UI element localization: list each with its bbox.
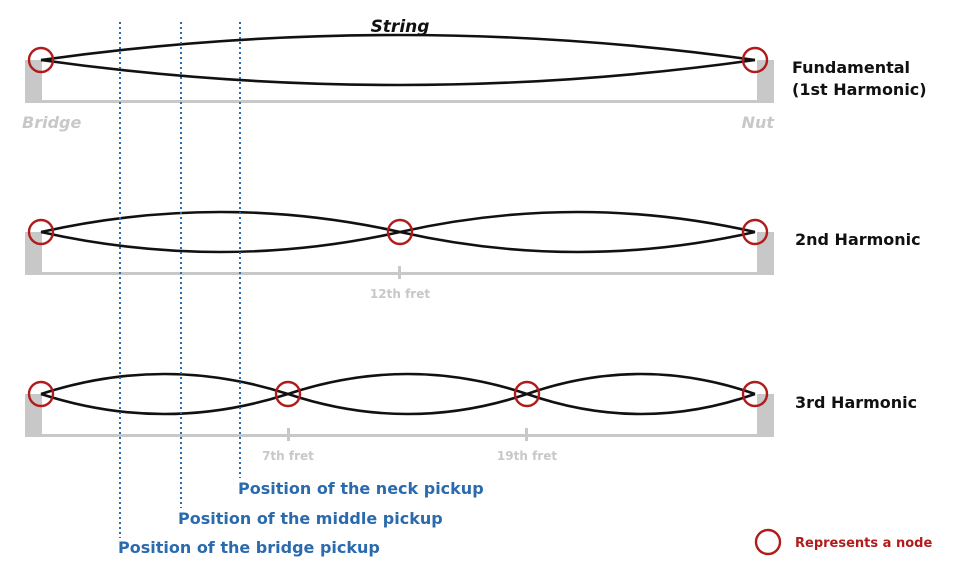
- bridge-end-block: [25, 394, 42, 436]
- bridge-end-block: [25, 60, 42, 102]
- string-wave-upper: [40, 372, 756, 416]
- middle-pickup-label: Position of the middle pickup: [178, 509, 443, 528]
- harmonic-row-1: Bridge Nut Fundamental (1st Harmonic): [22, 33, 927, 132]
- node-marker: [27, 218, 55, 246]
- node-marker: [386, 218, 414, 246]
- fretboard-1: [25, 60, 774, 103]
- nut-label: Nut: [742, 113, 776, 132]
- node-marker: [513, 380, 541, 408]
- fret-label-12th: 12th fret: [370, 287, 430, 301]
- bridge-label: Bridge: [22, 113, 81, 132]
- fret-tick: [287, 428, 290, 441]
- fret-tick: [525, 428, 528, 441]
- bridge-pickup-label: Position of the bridge pickup: [118, 538, 380, 557]
- fretboard-2: [25, 232, 774, 279]
- node-marker: [274, 380, 302, 408]
- node-marker: [741, 380, 769, 408]
- node-marker: [741, 46, 769, 74]
- string-wave-lower: [40, 210, 756, 254]
- harmonic-label: Fundamental: [792, 58, 910, 77]
- fret-tick: [398, 266, 401, 279]
- fretboard-line: [25, 100, 774, 103]
- node-marker: [741, 218, 769, 246]
- bridge-end-block: [25, 232, 42, 274]
- neck-pickup-label: Position of the neck pickup: [238, 479, 484, 498]
- string-wave-upper: [40, 33, 756, 62]
- harmonic-label: 3rd Harmonic: [795, 393, 917, 412]
- fretboard-line: [25, 434, 774, 437]
- harmonic-row-3: 7th fret 19th fret 3rd Harmonic: [25, 372, 917, 463]
- harmonic-row-2: 12th fret 2nd Harmonic: [25, 210, 921, 301]
- fretboard-3: [25, 394, 774, 441]
- string-wave-lower: [40, 372, 756, 416]
- legend-node-icon: [754, 528, 782, 556]
- string-wave-lower: [40, 58, 756, 87]
- node-marker: [27, 46, 55, 74]
- pickup-positions: Position of the neck pickup Position of …: [118, 22, 484, 557]
- legend: Represents a node: [754, 528, 932, 556]
- harmonic-label-line-2: (1st Harmonic): [792, 80, 927, 99]
- fret-label-7th: 7th fret: [262, 449, 314, 463]
- node-marker: [27, 380, 55, 408]
- legend-label: Represents a node: [795, 536, 932, 551]
- harmonic-label: 2nd Harmonic: [795, 230, 921, 249]
- string-title: String: [371, 17, 430, 37]
- fret-label-19th: 19th fret: [497, 449, 557, 463]
